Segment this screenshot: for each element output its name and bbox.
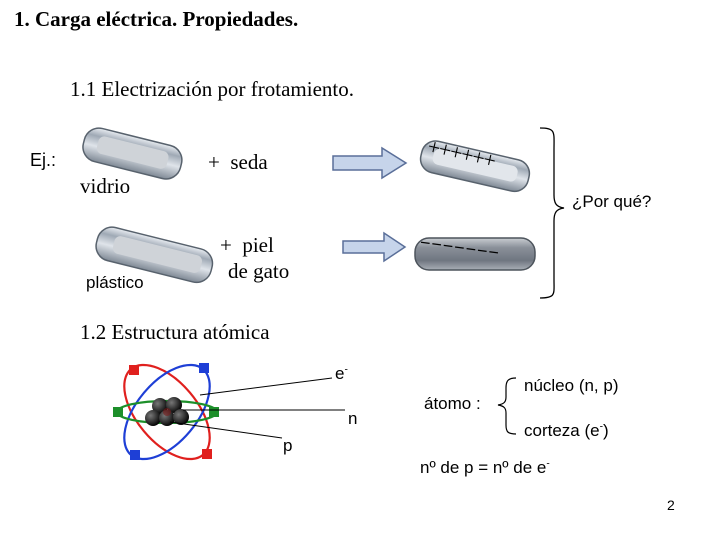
charged-plastic-rod-image: [414, 237, 536, 271]
nucleus-label: núcleo (n, p): [524, 376, 619, 395]
cortex-label-end: ): [603, 421, 609, 440]
electron-label-text: e: [335, 364, 345, 383]
plastic-rod-image: [95, 226, 214, 284]
atom-model-image: [113, 363, 219, 461]
bracket-right: [539, 127, 565, 299]
arrow-right-icon: [342, 231, 407, 263]
arrow-right-icon: [332, 146, 408, 180]
atom-label: átomo :: [424, 394, 481, 413]
neutron-label: n: [348, 409, 358, 428]
cortex-label-sup: -: [599, 421, 603, 433]
section-heading-electrization: 1.1 Electrización por frotamiento.: [70, 77, 354, 102]
electron-pointer-line: [199, 377, 333, 396]
proton-label: p: [283, 436, 293, 455]
glass-material-label: vidrio: [80, 174, 131, 198]
electron-label: e-: [335, 364, 348, 384]
page-number: 2: [667, 497, 675, 513]
bracket-left: [497, 377, 517, 435]
cortex-label: corteza (e-): [524, 421, 609, 441]
equality-sup: -: [546, 458, 550, 470]
plastic-material-label: plástico: [86, 273, 144, 292]
slide-title: 1. Carga eléctrica. Propiedades.: [14, 7, 299, 31]
proton-pointer-line: [169, 421, 283, 439]
example-label: Ej.:: [30, 150, 57, 170]
glass-rod-image: [82, 127, 183, 180]
section-heading-atomic-structure: 1.2 Estructura atómica: [80, 320, 270, 344]
charged-glass-rod-image: [419, 140, 531, 193]
electron-label-sup: -: [344, 364, 348, 376]
fur-rubbing-label-line2: de gato: [228, 259, 290, 283]
silk-rubbing-label: + seda: [208, 150, 268, 174]
cortex-label-text: corteza (e: [524, 421, 600, 440]
fur-rubbing-label-line1: + piel: [220, 233, 274, 257]
proton-electron-equality: nº de p = nº de e-: [420, 458, 550, 478]
equality-text: nº de p = nº de e: [420, 458, 547, 477]
question-why: ¿Por qué?: [572, 192, 652, 211]
section-heading-text: 1.1 Electrización por frotamiento.: [70, 77, 354, 101]
